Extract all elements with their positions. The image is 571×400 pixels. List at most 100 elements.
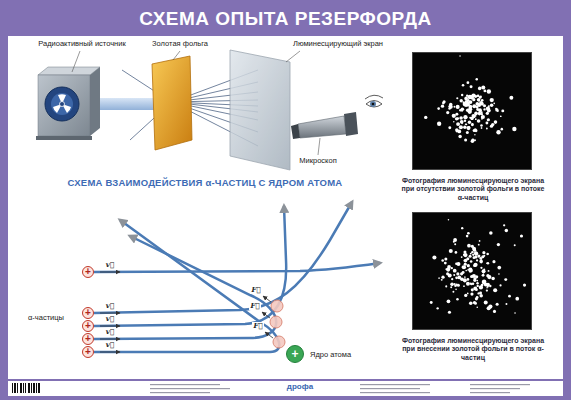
scintillation-dot: [487, 118, 490, 121]
scintillation-dot: [508, 295, 511, 298]
scintillation-dot: [468, 120, 471, 123]
scintillation-dot: [474, 251, 478, 255]
scintillation-dot: [476, 108, 479, 111]
scintillation-dot: [474, 263, 478, 267]
scintillation-dot: [441, 276, 444, 279]
velocity-symbol: v⃗: [105, 328, 115, 336]
velocity-arrow: [100, 272, 120, 273]
scintillation-dot: [472, 98, 475, 101]
scintillation-dot: [451, 278, 453, 280]
radioactive-source: [38, 75, 90, 136]
scintillation-dot: [475, 78, 478, 81]
barcode: [33, 383, 35, 393]
scintillation-dot: [476, 259, 478, 261]
scintillation-dot: [480, 96, 482, 98]
scintillation-dot: [471, 288, 474, 291]
scintillation-dot: [453, 274, 455, 276]
part-label: Золотая фольга: [152, 40, 208, 49]
scintillation-dot: [484, 301, 488, 305]
scintillation-dot: [478, 244, 480, 246]
scintillation-dot: [462, 265, 466, 269]
eye: [372, 103, 375, 106]
force-arrow: [265, 332, 273, 338]
velocity-symbol: v⃗: [105, 341, 115, 349]
scintillation-dot: [464, 294, 467, 297]
deflected-particle: [270, 300, 285, 348]
scintillation-dot: [470, 117, 473, 120]
screen-photo: Фотография люминесцирующего экрана при в…: [412, 212, 532, 330]
scintillation-dot: [430, 301, 433, 304]
scintillation-dot: [455, 128, 458, 131]
scintillation-dot: [475, 129, 478, 132]
charge-sign: +: [287, 346, 303, 362]
leader-line: [72, 51, 320, 155]
scintillation-dot: [456, 298, 459, 301]
scintillation-dot: [462, 84, 465, 87]
scintillation-dot: [472, 254, 474, 256]
scintillation-dot: [448, 311, 451, 314]
scintillation-dot: [477, 119, 481, 123]
fine-print: [470, 388, 520, 389]
scintillation-dot: [464, 97, 468, 101]
scintillation-dot: [512, 127, 516, 131]
photo-caption: Фотография люминесцирующего экрана при в…: [398, 337, 548, 362]
scintillation-dot: [466, 235, 469, 238]
scintillation-dot: [493, 103, 495, 105]
scintillation-dot: [448, 219, 449, 220]
force-symbol: F⃗: [250, 286, 261, 294]
scintillation-dot: [455, 251, 458, 254]
scintillation-dot: [464, 276, 466, 278]
scintillation-dot: [474, 302, 477, 305]
scintillation-dots: [413, 53, 531, 169]
eye: [370, 101, 376, 107]
eye: [365, 95, 383, 99]
scintillation-dot: [466, 104, 468, 106]
scintillation-dot: [459, 116, 463, 120]
scintillation-dot: [471, 117, 474, 120]
scintillation-dot: [474, 95, 477, 98]
scintillation-dot: [471, 117, 473, 119]
scintillation-dot: [473, 287, 477, 291]
scintillation-dot: [493, 288, 497, 292]
scintillation-dot: [499, 284, 501, 286]
scintillation-dot: [441, 279, 443, 281]
force-arrow: [262, 312, 270, 318]
fine-print: [360, 388, 420, 389]
scintillation-dot: [494, 120, 498, 124]
scintillation-dot: [477, 255, 480, 258]
scintillation-dot: [450, 286, 452, 288]
scintillation-dot: [475, 275, 478, 278]
scintillation-dot: [463, 101, 465, 103]
scintillation-dot: [471, 123, 474, 126]
force-symbol: F⃗: [252, 322, 263, 330]
scintillation-dot: [481, 118, 483, 120]
scintillation-dot: [501, 109, 504, 112]
scintillation-dot: [488, 105, 490, 107]
deflected-particle: [270, 316, 282, 328]
microscope: [291, 124, 300, 139]
scintillation-dot: [487, 262, 490, 265]
scintillation-dot: [467, 244, 471, 248]
scintillation-dot: [467, 293, 469, 295]
scintillation-dot: [493, 310, 496, 313]
fine-print: [360, 384, 430, 385]
trajectory: [94, 236, 276, 339]
eye: [365, 95, 383, 107]
barcode: [12, 383, 40, 393]
scintillation-dot: [455, 113, 458, 116]
scintillation-dot: [449, 249, 453, 253]
scintillation-dots: [413, 213, 531, 329]
scintillation-dot: [454, 284, 457, 287]
scintillation-dot: [466, 81, 469, 84]
scintillation-dot: [479, 260, 483, 264]
scintillation-dot: [461, 107, 465, 111]
scintillation-dot: [449, 103, 452, 106]
scintillation-dot: [491, 277, 494, 280]
scintillation-dot: [474, 111, 478, 115]
alpha-particle: +: [82, 333, 94, 345]
poster-frame: [8, 381, 563, 396]
scintillation-dot: [470, 275, 473, 278]
scintillation-dot: [456, 122, 460, 126]
scintillation-dot: [456, 97, 458, 99]
